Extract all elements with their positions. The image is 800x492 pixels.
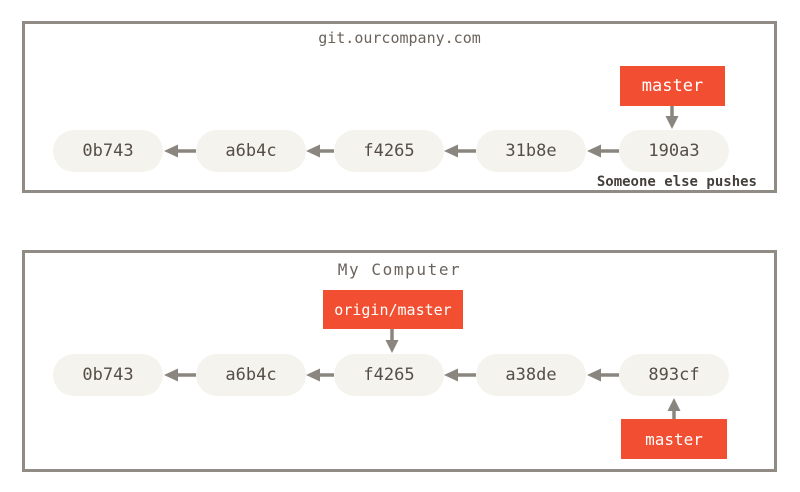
commit-node: 0b743	[53, 130, 163, 172]
commit-node: 0b743	[53, 354, 163, 396]
remote-repo-title: git.ourcompany.com	[318, 29, 481, 47]
remote-repo-panel: git.ourcompany.com	[22, 21, 777, 193]
someone-else-pushes-annotation: Someone else pushes	[596, 174, 757, 190]
local-repo-title: My Computer	[337, 260, 462, 279]
commit-node: a38de	[476, 354, 586, 396]
commit-node: a6b4c	[196, 130, 306, 172]
local-repo-panel: My Computer	[22, 250, 777, 472]
commit-node: 190a3	[619, 130, 729, 172]
remote-master-branch-label: master	[620, 66, 725, 106]
commit-node: f4265	[334, 354, 444, 396]
commit-node: 31b8e	[476, 130, 586, 172]
local-master-branch-label: master	[621, 419, 727, 459]
origin-master-branch-label: origin/master	[323, 290, 463, 329]
commit-node: 893cf	[619, 354, 729, 396]
commit-node: f4265	[334, 130, 444, 172]
commit-node: a6b4c	[196, 354, 306, 396]
